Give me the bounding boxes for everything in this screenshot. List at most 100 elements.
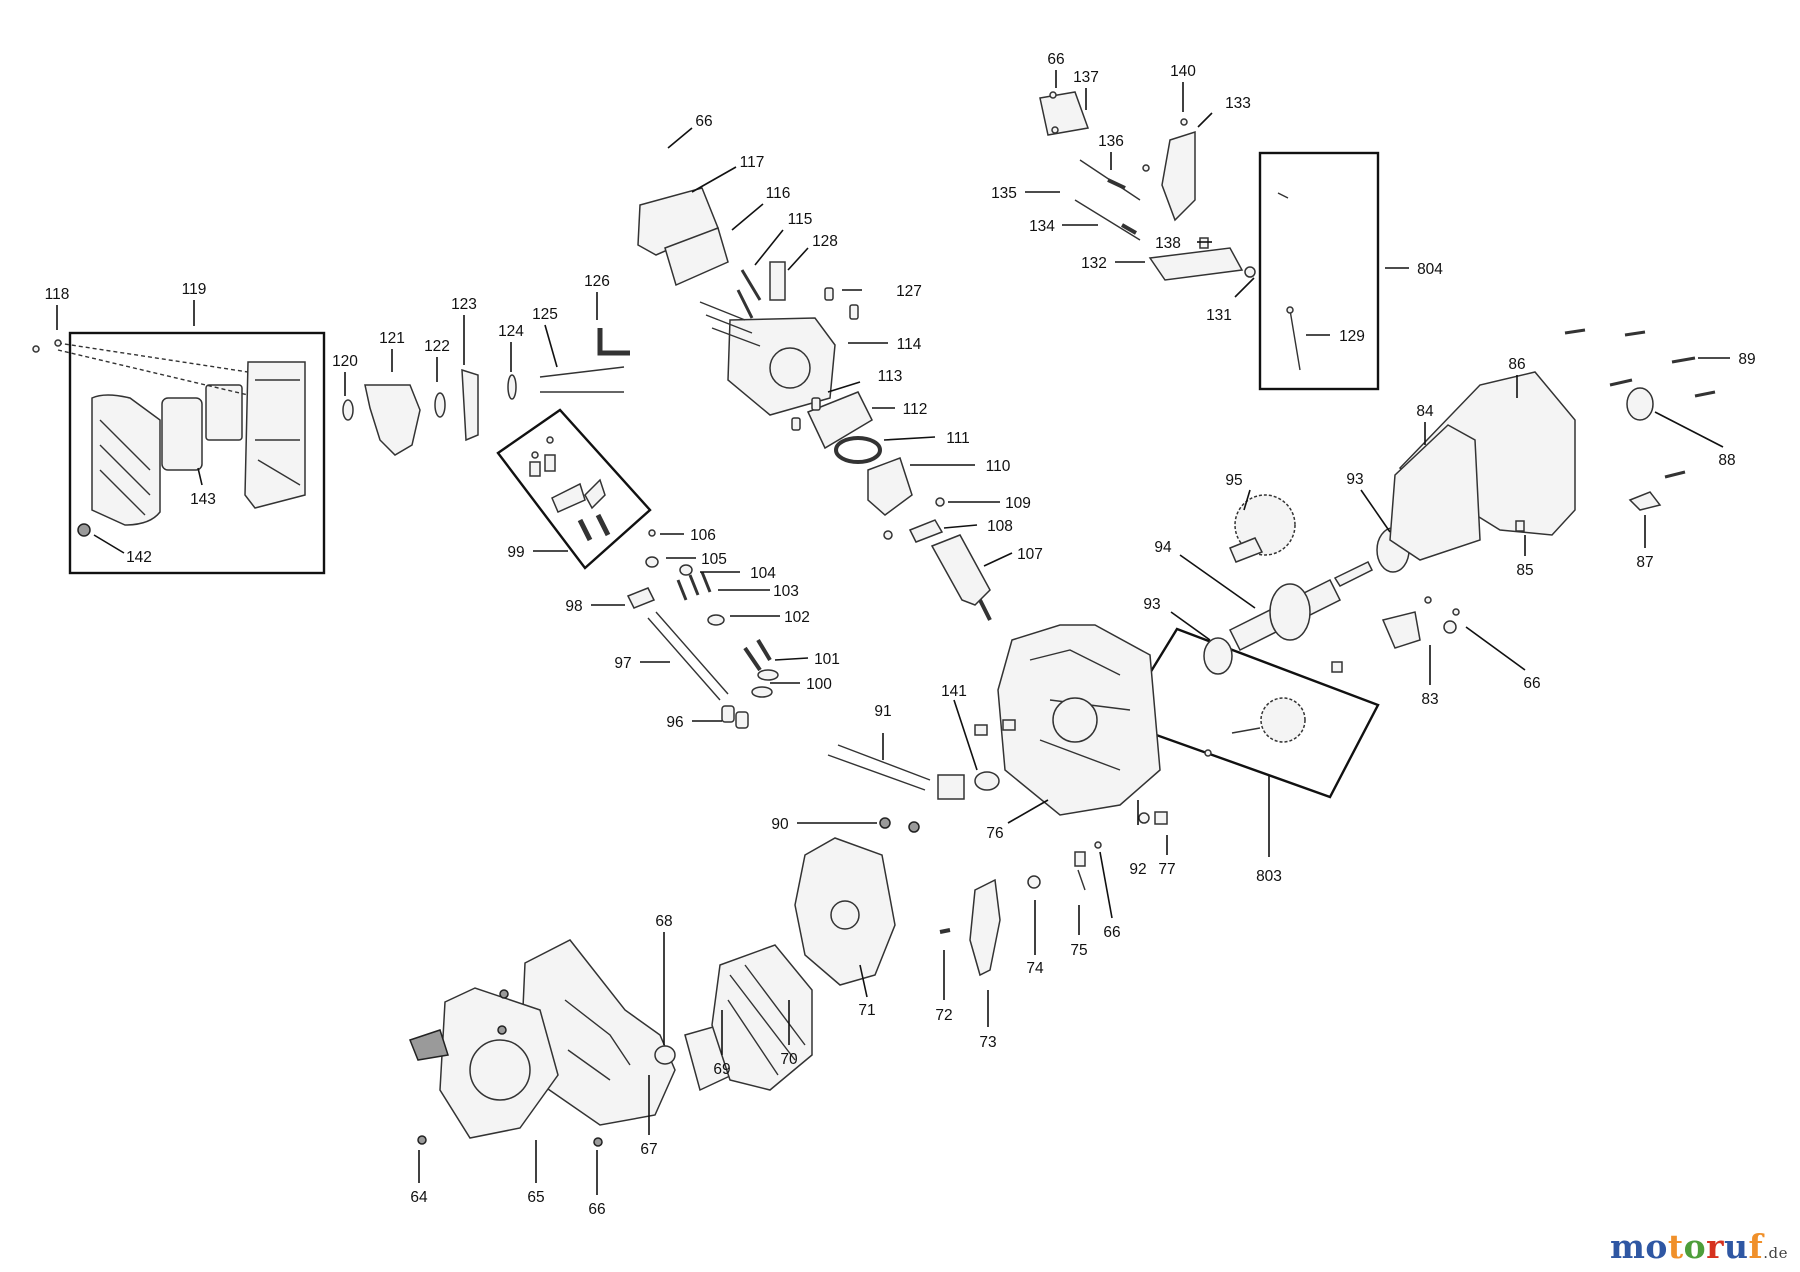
label-136: 136 <box>1098 133 1124 150</box>
label-114: 114 <box>897 336 922 353</box>
camshaft-drawing <box>1229 537 1264 563</box>
gasket-120-drawing <box>342 399 354 421</box>
rocker-gasket-drawing <box>664 227 729 287</box>
label-98: 98 <box>565 598 582 615</box>
nut-118-drawing <box>32 345 40 353</box>
label-122: 122 <box>424 338 450 355</box>
label-117: 117 <box>740 154 765 171</box>
leader-142 <box>93 534 125 554</box>
insulator-123-drawing <box>461 368 479 442</box>
label-125: 125 <box>532 306 558 323</box>
label-137: 137 <box>1073 69 1099 86</box>
label-93-rear: 93 <box>1346 471 1363 488</box>
label-132: 132 <box>1081 255 1107 272</box>
label-96: 96 <box>666 714 683 731</box>
label-66-top: 66 <box>695 113 712 130</box>
label-90: 90 <box>771 816 789 833</box>
leader-101 <box>774 657 809 661</box>
label-66-bottom: 66 <box>588 1201 605 1218</box>
leader-116 <box>731 203 764 231</box>
label-110: 110 <box>986 458 1011 475</box>
label-93-front: 93 <box>1143 596 1160 613</box>
cover-gasket-84-drawing <box>1389 424 1481 561</box>
label-124: 124 <box>498 323 524 340</box>
label-69: 69 <box>713 1061 730 1078</box>
label-83: 83 <box>1421 691 1438 708</box>
label-112: 112 <box>903 401 928 418</box>
label-135: 135 <box>991 185 1017 202</box>
label-64: 64 <box>410 1189 428 1206</box>
washer-118-drawing <box>54 339 62 347</box>
label-123: 123 <box>451 296 477 313</box>
head-gasket-drawing <box>806 391 873 450</box>
knob-142-drawing <box>77 523 91 537</box>
label-109: 109 <box>1005 495 1031 512</box>
watermark-letters: motoruf <box>1610 1227 1763 1266</box>
leader-115 <box>754 229 784 266</box>
crankcase-bore-drawing <box>1052 697 1098 743</box>
air-filter-housing-detail-drawing <box>255 379 301 486</box>
label-105: 105 <box>701 551 727 568</box>
leader-95 <box>1243 489 1251 511</box>
cover-bolts-drawing <box>1564 328 1716 479</box>
leader-113 <box>827 381 861 393</box>
label-86: 86 <box>1508 356 1525 373</box>
label-111: 111 <box>946 430 970 447</box>
leader-143 <box>197 467 203 486</box>
carburettor-drawing <box>364 384 421 456</box>
label-108: 108 <box>987 518 1013 535</box>
callout-labels: 118 119 120 121 122 123 124 125 126 127 … <box>45 51 1756 1218</box>
label-129: 129 <box>1339 328 1365 345</box>
part-drawings <box>32 91 1716 1147</box>
part-75-drawing <box>1074 851 1086 867</box>
rocker-arm-drawing <box>551 482 586 513</box>
label-120: 120 <box>332 353 358 370</box>
label-103: 103 <box>773 583 799 600</box>
label-74: 74 <box>1026 960 1044 977</box>
control-lever-133-drawing <box>1161 130 1196 222</box>
watermark-suffix: .de <box>1763 1244 1788 1262</box>
wire-harness-91-drawing <box>827 744 931 791</box>
oil-seal-88-drawing <box>1626 387 1654 421</box>
leader-111 <box>883 436 936 441</box>
governor-lever-132-drawing <box>1148 247 1244 281</box>
governor-rod-129-drawing <box>1277 192 1301 371</box>
spark-plug-drawing <box>769 261 786 301</box>
stud-bolts-drawing <box>539 366 625 393</box>
label-91: 91 <box>874 703 891 720</box>
leader-131 <box>1234 277 1255 298</box>
air-filter-cover-drawing <box>91 394 161 526</box>
leader-76 <box>1007 799 1049 824</box>
label-128: 128 <box>812 233 838 250</box>
label-115: 115 <box>788 211 813 228</box>
label-118: 118 <box>45 286 70 303</box>
valve-rocker-group-frame <box>496 408 652 570</box>
label-67: 67 <box>640 1141 657 1158</box>
label-88: 88 <box>1718 452 1735 469</box>
label-119: 119 <box>182 281 207 298</box>
leader-93-front <box>1170 611 1211 641</box>
recoil-starter-centre-drawing <box>469 1039 531 1101</box>
watermark-letter: u <box>1724 1227 1749 1266</box>
label-127: 127 <box>896 283 922 300</box>
leader-141 <box>953 699 978 771</box>
label-66-right: 66 <box>1523 675 1540 692</box>
leader-94 <box>1179 554 1256 609</box>
leader-66-top <box>667 127 693 149</box>
watermark-letter: o <box>1645 1227 1668 1266</box>
label-92: 92 <box>1129 861 1146 878</box>
label-84: 84 <box>1416 403 1434 420</box>
piston-rings-drawing <box>834 436 882 464</box>
filter-element-drawing <box>161 397 203 471</box>
head-bolts-drawing <box>699 301 761 347</box>
oil-seal-141-drawing <box>974 771 1000 791</box>
watermark-letter: t <box>1667 1227 1684 1266</box>
label-121: 121 <box>379 330 405 347</box>
push-rods-drawing <box>647 611 729 701</box>
crankshaft-web-drawing <box>1269 583 1311 641</box>
leader-lines <box>56 82 1730 1195</box>
label-804: 804 <box>1417 261 1443 278</box>
air-filter-cover-ribs-drawing <box>99 419 151 516</box>
